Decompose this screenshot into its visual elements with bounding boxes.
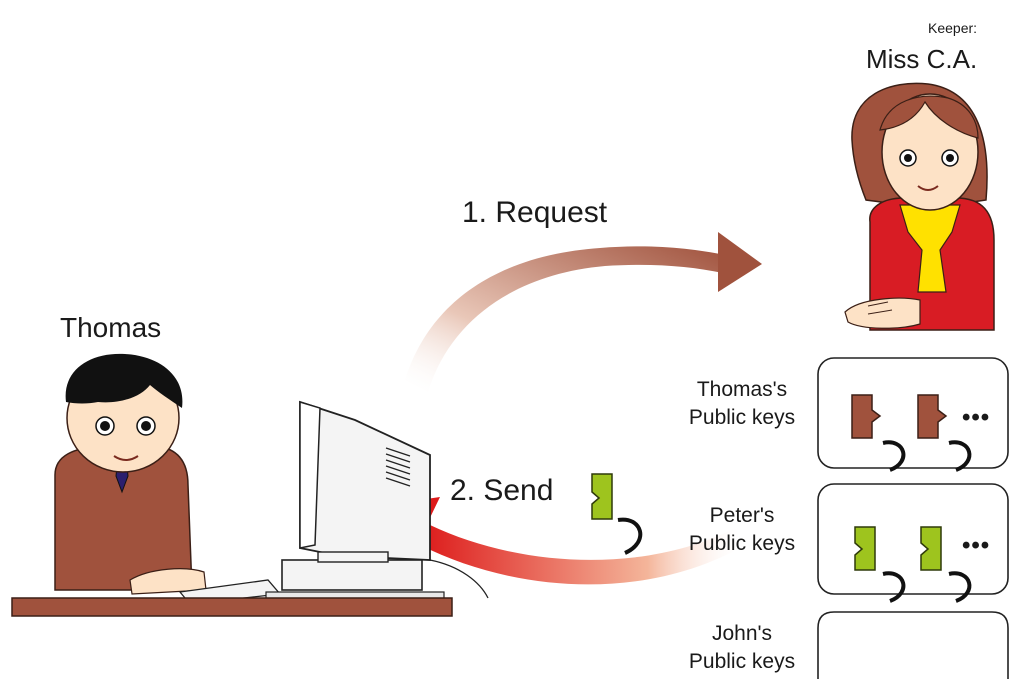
more-keys-ellipsis: ••• — [962, 404, 991, 431]
peter-key-icon — [854, 526, 906, 603]
thomas-key-icon — [851, 394, 906, 472]
peter-key-icon — [920, 526, 972, 603]
keyring-owner: John's — [711, 622, 773, 645]
keyring-box-thomas — [817, 357, 1009, 469]
keyring-box-john — [817, 611, 1009, 679]
more-keys-ellipsis: ••• — [962, 532, 991, 559]
keeper-role-label: Keeper: — [928, 20, 978, 36]
keyring-type: Public keys — [688, 406, 796, 429]
desk — [11, 597, 453, 617]
keyring-label-thomas: Thomas's Public keys — [672, 376, 812, 432]
keyring-owner: Thomas's — [696, 378, 788, 401]
keeper-character-icon — [844, 82, 995, 331]
keyring-type: Public keys — [688, 650, 796, 673]
sent-key-icon — [591, 473, 643, 555]
keyring-label-peter: Peter's Public keys — [672, 502, 812, 558]
request-step-label: 1. Request — [462, 196, 608, 229]
send-step-label: 2. Send — [450, 474, 554, 507]
keyring-owner: Peter's — [709, 504, 775, 527]
keeper-name-label: Miss C.A. — [866, 44, 978, 74]
thomas-name-label: Thomas — [60, 312, 162, 343]
computer-icon — [178, 400, 489, 605]
keyring-label-john: John's Public keys — [672, 620, 812, 676]
request-arrow — [405, 232, 762, 392]
thomas-character-icon — [54, 353, 207, 595]
thomas-key-icon — [917, 394, 972, 472]
keyring-type: Public keys — [688, 532, 796, 555]
